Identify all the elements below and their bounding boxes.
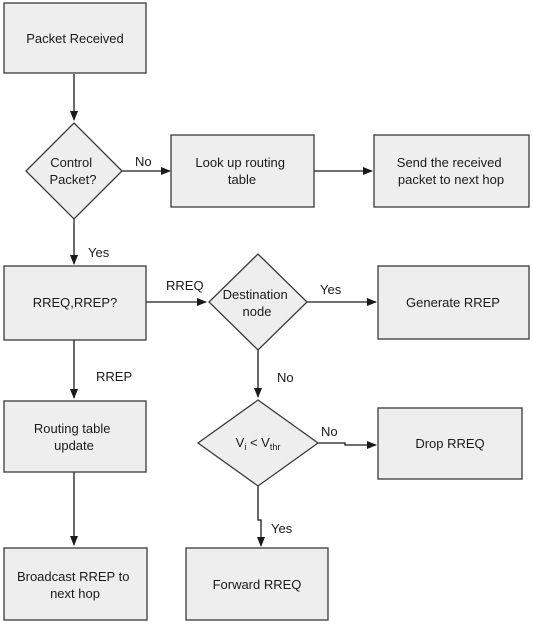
edge-label-dest-yes: Yes: [320, 282, 342, 297]
node-control-packet-label: Control Packet?: [50, 155, 97, 187]
edge-vi-to-forward: [257, 486, 265, 547]
node-broadcast-rrep: [3, 547, 148, 621]
node-broadcast-rrep-label: Broadcast RREP to next hop: [17, 569, 133, 601]
edge-vi-to-drop: [318, 441, 377, 449]
node-packet-received: [3, 2, 147, 74]
node-drop-rreq-label: Drop RREQ: [415, 436, 484, 451]
edge-label-control-yes: Yes: [88, 245, 110, 260]
node-control-packet: [25, 122, 123, 220]
node-destination-label: Destination node: [223, 287, 292, 319]
edge-label-control-no: No: [135, 154, 152, 169]
node-vi-vthr: [196, 399, 320, 487]
node-packet-received-label: Packet Received: [26, 31, 124, 46]
edge-labels: No Yes RREQ RREP Yes No No Yes: [88, 154, 342, 536]
node-routing-update: [3, 400, 147, 473]
node-send-next-hop-label: Send the received packet to next hop: [397, 155, 505, 187]
edge-label-dest-no: No: [277, 370, 294, 385]
node-forward-rreq: [185, 547, 329, 621]
node-routing-update-label: Routing table update: [34, 421, 114, 453]
edge-label-rrep: RREP: [96, 369, 132, 384]
edges: [70, 74, 377, 547]
node-look-up-routing-label: Look up routing table: [195, 155, 288, 187]
node-forward-rreq-label: Forward RREQ: [213, 577, 302, 592]
nodes: Packet Received Control Packet? Look up …: [3, 2, 530, 621]
node-look-up-routing: [170, 134, 315, 208]
node-vi-vthr-label: Vi < Vthr: [236, 435, 281, 452]
node-generate-rrep-label: Generate RREP: [406, 295, 500, 310]
node-rreq-rrep-label: RREQ,RREP?: [33, 295, 118, 310]
node-drop-rreq: [377, 407, 523, 480]
node-destination: [208, 253, 308, 351]
edge-label-vi-yes: Yes: [271, 521, 293, 536]
edge-label-rreq: RREQ: [166, 278, 204, 293]
node-rreq-rrep: [3, 265, 147, 341]
node-generate-rrep: [377, 265, 530, 340]
node-send-next-hop: [373, 134, 530, 208]
edge-label-vi-no: No: [321, 424, 338, 439]
